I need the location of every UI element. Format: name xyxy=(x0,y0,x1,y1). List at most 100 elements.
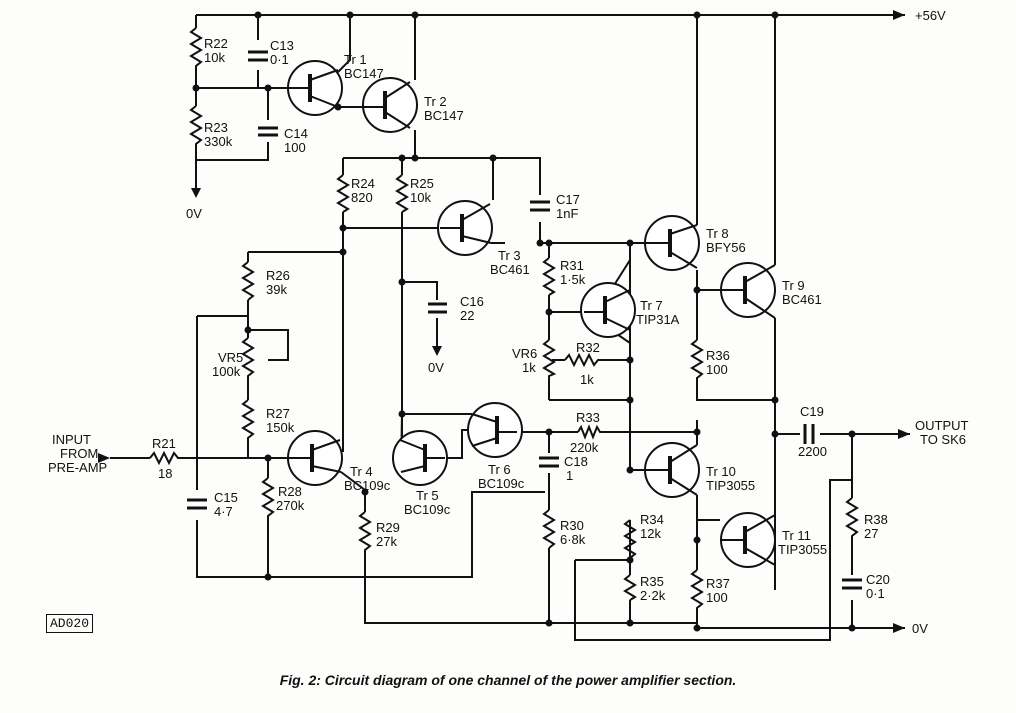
component-labels: +56V 0V 0V 0V INPUT FROM PRE-AMP OUTPUT … xyxy=(48,8,969,636)
transistor-ref: Tr 6 xyxy=(488,462,511,477)
output-label: OUTPUT xyxy=(915,418,969,433)
resistor-ref: VR5 xyxy=(218,350,243,365)
transistor-type: BC147 xyxy=(344,66,384,81)
capacitor-ref: C15 xyxy=(214,490,238,505)
resistor-value: 6·8k xyxy=(560,532,586,547)
resistor-value: 820 xyxy=(351,190,373,205)
transistor-symbols xyxy=(287,60,776,568)
resistor-value: 12k xyxy=(640,526,661,541)
figure-id-box: AD020 xyxy=(46,614,94,633)
transistor-type: TIP3055 xyxy=(778,542,827,557)
wiring xyxy=(110,14,910,641)
resistor-value: 10k xyxy=(204,50,225,65)
resistor-ref: R29 xyxy=(376,520,400,535)
capacitor-ref: C20 xyxy=(866,572,890,587)
transistor-ref: Tr 11 xyxy=(782,528,811,543)
output-arrow-icon xyxy=(898,429,910,439)
resistor-value: 100k xyxy=(212,364,241,379)
resistor-ref: R24 xyxy=(351,176,375,191)
resistor-ref: R27 xyxy=(266,406,290,421)
capacitor-ref: C19 xyxy=(800,404,824,419)
capacitor-value: 1nF xyxy=(556,206,578,221)
resistor-ref: R38 xyxy=(864,512,888,527)
resistor-ref: R34 xyxy=(640,512,664,527)
output-label: TO SK6 xyxy=(920,432,966,447)
input-label: FROM xyxy=(60,446,98,461)
resistor-value: 27k xyxy=(376,534,397,549)
figure-caption: Fig. 2: Circuit diagram of one channel o… xyxy=(279,672,737,688)
resistor-ref: R22 xyxy=(204,36,228,51)
resistor-ref: R37 xyxy=(706,576,730,591)
transistor-type: BFY56 xyxy=(706,240,746,255)
transistor-ref: Tr 1 xyxy=(344,52,367,67)
input-label: INPUT xyxy=(52,432,91,447)
transistor-type: TIP3055 xyxy=(706,478,755,493)
input-label: PRE-AMP xyxy=(48,460,107,475)
resistor-value: 27 xyxy=(864,526,878,541)
capacitor-ref: C14 xyxy=(284,126,308,141)
junction-dots xyxy=(192,11,856,632)
resistor-value: 270k xyxy=(276,498,305,513)
resistor-value: 150k xyxy=(266,420,295,435)
transistor-ref: Tr 3 xyxy=(498,248,521,263)
resistor-ref: R31 xyxy=(560,258,584,273)
resistor-ref: R28 xyxy=(278,484,302,499)
transistor-ref: Tr 9 xyxy=(782,278,805,293)
transistor-type: BC109c xyxy=(404,502,451,517)
resistor-ref: R25 xyxy=(410,176,434,191)
resistor-value: 18 xyxy=(158,466,172,481)
transistor-ref: Tr 7 xyxy=(640,298,663,313)
resistor-value: 330k xyxy=(204,134,233,149)
ground-tap-label: 0V xyxy=(186,206,202,221)
transistor-ref: Tr 2 xyxy=(424,94,447,109)
capacitor-ref: C13 xyxy=(270,38,294,53)
capacitor-value: 4·7 xyxy=(214,504,233,519)
resistor-value: 1·5k xyxy=(560,272,586,287)
transistor-type: BC109c xyxy=(478,476,525,491)
resistor-value: 220k xyxy=(570,440,599,455)
capacitor-value: 2200 xyxy=(798,444,827,459)
transistor-type: BC461 xyxy=(490,262,530,277)
capacitor-value: 22 xyxy=(460,308,474,323)
resistor-ref: R30 xyxy=(560,518,584,533)
capacitor-value: 0·1 xyxy=(270,52,289,67)
resistor-value: 2·2k xyxy=(640,588,666,603)
resistor-ref: R36 xyxy=(706,348,730,363)
resistor-value: 1k xyxy=(522,360,536,375)
resistor-ref: R35 xyxy=(640,574,664,589)
ground-label: 0V xyxy=(912,621,928,636)
resistor-ref: VR6 xyxy=(512,346,537,361)
resistor-symbols xyxy=(149,27,859,610)
transistor-type: BC147 xyxy=(424,108,464,123)
capacitor-ref: C17 xyxy=(556,192,580,207)
resistor-value: 39k xyxy=(266,282,287,297)
transistor-ref: Tr 10 xyxy=(706,464,736,479)
transistor-type: BC109c xyxy=(344,478,391,493)
resistor-ref: R33 xyxy=(576,410,600,425)
ground-arrow-icon xyxy=(893,623,905,633)
transistor-ref: Tr 5 xyxy=(416,488,439,503)
resistor-ref: R32 xyxy=(576,340,600,355)
resistor-value: 10k xyxy=(410,190,431,205)
capacitor-value: 1 xyxy=(566,468,573,483)
capacitor-value: 100 xyxy=(284,140,306,155)
resistor-value: 100 xyxy=(706,362,728,377)
transistor-ref: Tr 8 xyxy=(706,226,729,241)
capacitor-symbols xyxy=(187,50,862,590)
ground-tap-label: 0V xyxy=(428,360,444,375)
capacitor-ref: C18 xyxy=(564,454,588,469)
transistor-type: TIP31A xyxy=(636,312,680,327)
input-arrow-icon xyxy=(98,453,110,463)
resistor-value: 1k xyxy=(580,372,594,387)
resistor-ref: R26 xyxy=(266,268,290,283)
ground-arrow-icon xyxy=(432,346,442,356)
resistor-ref: R21 xyxy=(152,436,176,451)
supply-label: +56V xyxy=(915,8,946,23)
resistor-ref: R23 xyxy=(204,120,228,135)
supply-arrow-icon xyxy=(893,10,905,20)
transistor-ref: Tr 4 xyxy=(350,464,373,479)
arrows xyxy=(98,10,910,633)
transistor-type: BC461 xyxy=(782,292,822,307)
